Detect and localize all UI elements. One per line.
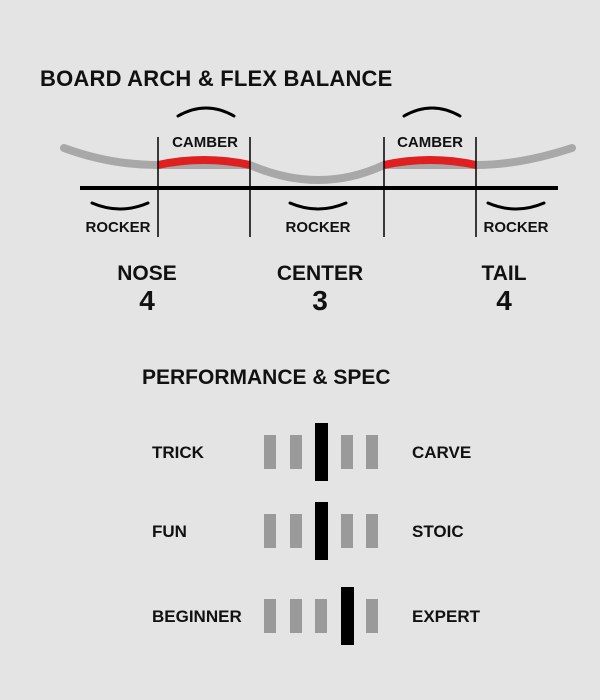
performance-title: PERFORMANCE & SPEC — [142, 366, 391, 389]
scale-segment — [264, 514, 276, 548]
flex-label: NOSE — [117, 262, 177, 285]
performance-scale — [264, 423, 384, 483]
row-left-label: FUN — [152, 522, 187, 541]
rocker-label: ROCKER — [285, 219, 350, 236]
scale-segment — [290, 599, 302, 633]
row-right-label: STOIC — [412, 522, 464, 541]
rocker-arc-icon — [90, 201, 150, 211]
performance-row-beginner-expert: BEGINNER EXPERT — [0, 587, 600, 647]
scale-segment — [341, 435, 353, 469]
flex-tail: TAIL 4 — [424, 262, 584, 316]
row-right-label: EXPERT — [412, 607, 481, 626]
camber-zone-right — [383, 156, 477, 169]
scale-segment — [366, 514, 378, 548]
flex-value: 4 — [139, 285, 155, 316]
board-outline — [60, 144, 576, 184]
scale-segment — [290, 514, 302, 548]
flex-label: CENTER — [276, 262, 364, 285]
performance-row-fun-stoic: FUN STOIC — [0, 502, 600, 562]
flex-value: 4 — [496, 285, 512, 316]
flex-label: TAIL — [481, 262, 527, 285]
performance-row-trick-carve: TRICK CARVE — [0, 423, 600, 483]
flex-nose: NOSE 4 — [67, 262, 227, 316]
rocker-label: ROCKER — [483, 219, 548, 236]
camber-zone-left — [157, 156, 251, 169]
rocker-arc-icon — [288, 201, 348, 211]
scale-marker — [315, 423, 328, 481]
scale-segment — [315, 599, 327, 633]
flex-value: 3 — [312, 285, 328, 316]
scale-segment — [366, 435, 378, 469]
rocker-arc-icon — [486, 201, 546, 211]
row-left-label: BEGINNER — [152, 607, 242, 626]
scale-segment — [290, 435, 302, 469]
scale-segment — [264, 435, 276, 469]
performance-scale — [264, 502, 384, 562]
camber-label: CAMBER — [172, 134, 238, 151]
rocker-label: ROCKER — [85, 219, 150, 236]
board-profile-diagram: CAMBER CAMBER ROCKER ROCKER ROCKER — [60, 106, 576, 237]
camber-label: CAMBER — [397, 134, 463, 151]
flex-center: CENTER 3 — [240, 262, 400, 316]
row-left-label: TRICK — [152, 443, 204, 462]
camber-arc-icon — [402, 106, 462, 118]
scale-segment — [264, 599, 276, 633]
scale-marker — [341, 587, 354, 645]
row-right-label: CARVE — [412, 443, 472, 462]
scale-segment — [366, 599, 378, 633]
performance-scale — [264, 587, 384, 647]
scale-marker — [315, 502, 328, 560]
camber-arc-icon — [176, 106, 236, 118]
page-title: BOARD ARCH & FLEX BALANCE — [40, 66, 393, 91]
scale-segment — [341, 514, 353, 548]
